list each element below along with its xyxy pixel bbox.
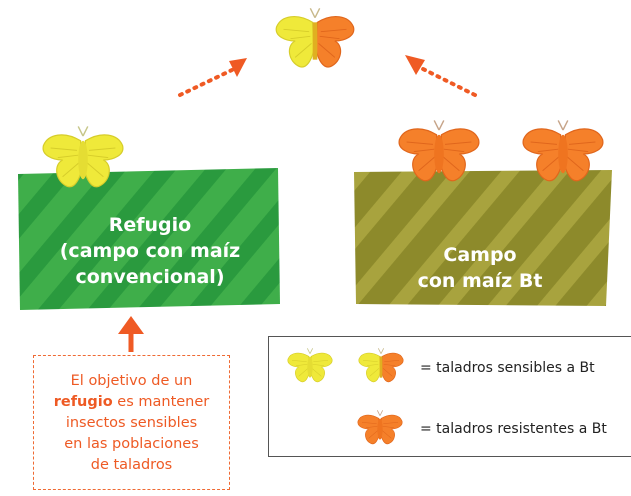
refuge-field-label: Refugio (campo con maíz convencional): [40, 212, 260, 290]
legend-resistant-label: = taladros resistentes a Bt: [420, 421, 607, 437]
refuge-field: [18, 168, 280, 310]
legend-sensitive-label: = taladros sensibles a Bt: [420, 360, 595, 376]
bt-field: [354, 170, 612, 306]
note-line2-rest: es mantener: [112, 394, 210, 410]
note-line1: El objetivo de un: [70, 373, 193, 389]
note-line5: de taladros: [90, 457, 173, 473]
dotted-arrow-icon: [178, 58, 247, 97]
legend: [268, 336, 631, 457]
refuge-label-line1: Refugio: [108, 214, 192, 236]
refuge-label-line2: (campo con maíz: [59, 240, 241, 262]
note-bold-word: refugio: [53, 394, 113, 410]
bt-label-line2: con maíz Bt: [417, 270, 543, 292]
refuge-goal-note: El objetivo de un refugio es mantener in…: [33, 355, 230, 490]
bt-field-label: Campo con maíz Bt: [380, 242, 580, 294]
note-line3: insectos sensibles: [65, 415, 198, 431]
dotted-arrow-icon: [405, 55, 477, 97]
bt-label-line1: Campo: [443, 244, 517, 266]
note-line4: en las poblaciones: [64, 436, 199, 452]
moth-icon: [276, 8, 354, 67]
note-line2: refugio es mantener: [34, 392, 229, 413]
refuge-label-line3: convencional): [75, 266, 225, 288]
up-arrow-icon: [118, 316, 144, 352]
